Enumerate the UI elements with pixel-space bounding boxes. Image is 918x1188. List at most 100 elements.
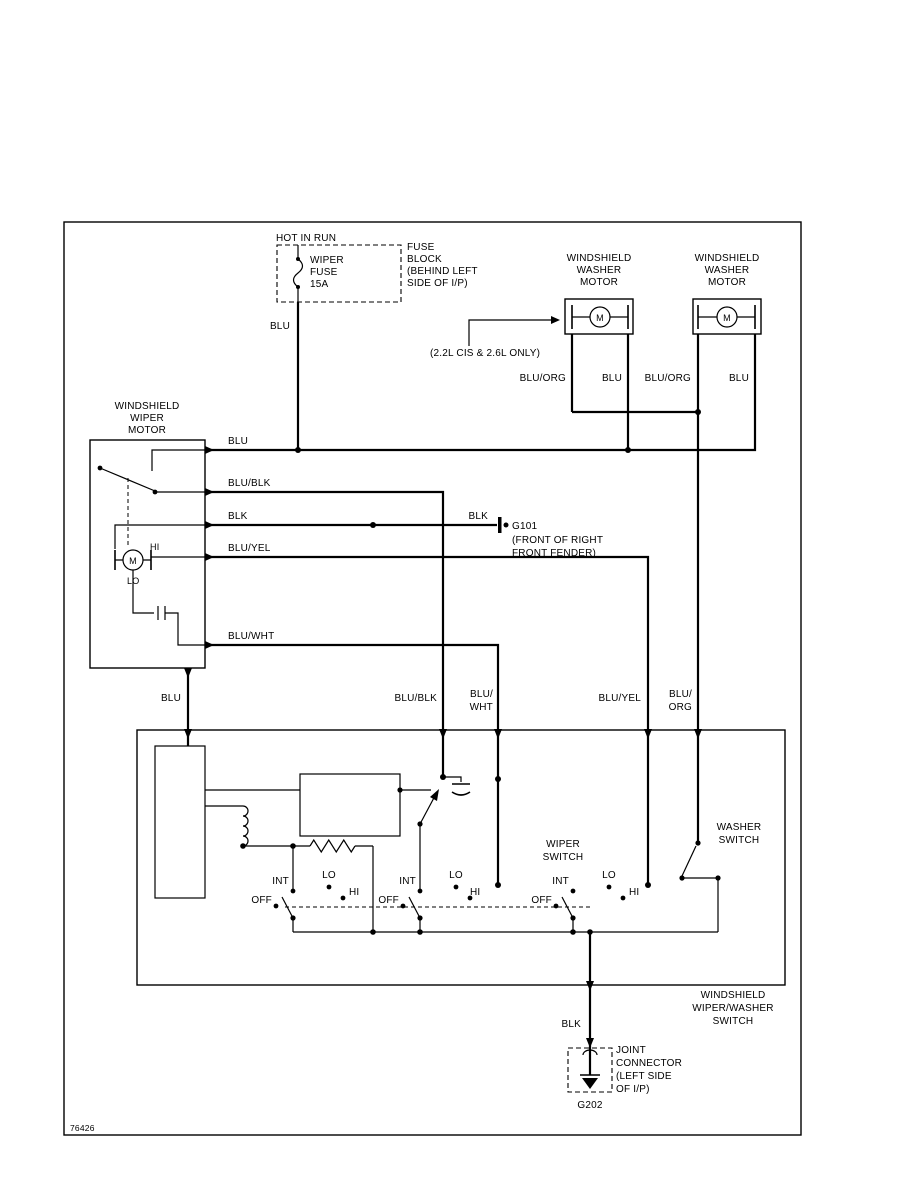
blu-blk-wire	[205, 490, 445, 777]
joint-connector-outline	[567, 1047, 613, 1093]
g101-group: BLK G101 (FRONT OF RIGHT FRONT FENDER)	[468, 511, 603, 559]
joint-connector-label: OF I/P)	[616, 1084, 650, 1095]
pos-int-label: INT	[272, 876, 289, 887]
coil-symbol	[242, 805, 249, 847]
fuse-name: WIPER	[310, 255, 344, 266]
engine-note-pointer	[468, 319, 551, 346]
switch-arm	[681, 845, 697, 877]
connector-arrow-icon	[494, 729, 502, 739]
switch-box-caption: WINDSHIELD WIPER/WASHER SWITCH	[692, 990, 773, 1027]
junction-dot	[495, 776, 501, 782]
motor-letter: M	[596, 313, 604, 323]
motor-symbol	[716, 306, 738, 328]
switch-box-group: OFF INT LO HI OFF INT LO HI	[136, 729, 786, 991]
hot-in-run-label: HOT IN RUN	[276, 233, 336, 244]
wiper-switch-section-3: WIPER SWITCH OFF INT LO HI	[531, 839, 639, 932]
wire-label-blk: BLK	[468, 511, 488, 522]
wire-label-blu: BLU	[270, 321, 290, 332]
wiper-motor-title: MOTOR	[128, 425, 166, 436]
washer-switch-drop	[682, 877, 719, 932]
blu-yel-wire	[205, 555, 650, 885]
switch-box-title: WINDSHIELD	[701, 990, 766, 1001]
contact-dot	[97, 465, 103, 471]
wire-label-blk: BLK	[228, 511, 248, 522]
wire-label-blk: BLK	[561, 1019, 581, 1030]
wire-label-blu: BLU	[228, 436, 248, 447]
motor-symbol	[589, 306, 611, 328]
contact-dot	[326, 884, 332, 890]
wire-label-blu-wht: BLU/WHT	[228, 631, 274, 642]
pos-off-label: OFF	[251, 895, 272, 906]
washer-motor-title: WASHER	[577, 265, 622, 276]
wiper-switch-section-1: OFF INT LO HI	[251, 870, 359, 932]
contact-dot	[467, 895, 473, 901]
wire-label-blu-blk: BLU/BLK	[394, 693, 437, 704]
engine-note: (2.2L CIS & 2.6L ONLY)	[430, 348, 540, 359]
fuse-terminal-dot	[296, 257, 300, 261]
washer-motor-title: WINDSHIELD	[567, 253, 632, 264]
washer-motor-title: MOTOR	[708, 277, 746, 288]
connector-arrow-icon	[644, 729, 652, 739]
wiper-switch-label: WIPER	[546, 839, 580, 850]
connector-arrow-icon	[205, 521, 214, 529]
wiper-motor-outline	[89, 439, 206, 669]
engine-note-group: (2.2L CIS & 2.6L ONLY)	[430, 316, 560, 359]
lo-brush-line	[132, 570, 205, 646]
g101-label: G101	[512, 521, 538, 532]
junction-dot	[370, 929, 376, 935]
park-feed-line	[151, 449, 205, 471]
washer-switch-label: WASHER	[717, 822, 762, 833]
connector-arrow-icon	[205, 641, 214, 649]
connector-arrow-icon	[205, 553, 214, 561]
contact-dot	[400, 903, 406, 909]
contact-dot	[695, 840, 701, 846]
pos-hi-label: HI	[470, 887, 480, 898]
switch-box-title: WIPER/WASHER	[692, 1003, 773, 1014]
blu-wht-wire	[205, 643, 500, 885]
connector-arrow-icon	[694, 729, 702, 739]
wiper-switch-section-2: OFF INT LO HI	[378, 870, 480, 932]
arrow-right-icon	[551, 316, 560, 324]
blu-wire	[186, 302, 757, 746]
pos-off-label: OFF	[378, 895, 399, 906]
pos-lo-label: LO	[322, 870, 336, 881]
wiper-motor-group: WINDSHIELD WIPER MOTOR M HI LO	[89, 401, 214, 678]
switch-entry-labels: BLU BLU/BLK BLU/ WHT BLU/YEL BLU/ ORG	[161, 689, 692, 713]
wire-label-blu-yel: BLU/YEL	[228, 543, 271, 554]
connector-arrow-icon	[184, 729, 192, 739]
diagram-border	[63, 221, 802, 1136]
motor-letter: M	[129, 556, 137, 566]
g101-note: (FRONT OF RIGHT	[512, 535, 603, 546]
contact-dot	[606, 884, 612, 890]
joint-connector-label: JOINT	[616, 1045, 646, 1056]
washer-motor-outline	[564, 298, 634, 335]
arrow-up-icon	[430, 789, 439, 801]
joint-connector-label: CONNECTOR	[616, 1058, 682, 1069]
pos-lo-label: LO	[449, 870, 463, 881]
junction-dot	[495, 882, 501, 888]
contact-dot	[715, 875, 721, 881]
wire-label-blu-blk: BLU/BLK	[228, 478, 271, 489]
blu-org-wire	[570, 334, 700, 843]
washer-switch-label: SWITCH	[719, 835, 760, 846]
wire-label-blu: BLU	[161, 693, 181, 704]
fuse-block-outline	[276, 244, 402, 303]
contact-dot	[273, 903, 279, 909]
wire-label-blu-yel: BLU/YEL	[598, 693, 641, 704]
intermittent-unit-outline	[299, 773, 401, 837]
wire-label-blu-org: ORG	[669, 702, 692, 713]
contact-dot	[620, 895, 626, 901]
pickup-arm	[419, 793, 437, 825]
connector-arrow-icon	[205, 488, 214, 496]
wire-label-blu-org: BLU/ORG	[645, 373, 691, 384]
junction-dot	[240, 843, 246, 849]
pos-int-label: INT	[552, 876, 569, 887]
pos-hi-label: HI	[629, 887, 639, 898]
fuse-block-label: BLOCK	[407, 254, 442, 265]
wire-label-blu-wht: WHT	[470, 702, 493, 713]
fuse-block-label: SIDE OF I/P)	[407, 278, 468, 289]
washer-motor-title: WINDSHIELD	[695, 253, 760, 264]
pos-int-label: INT	[399, 876, 416, 887]
washer-switch-group: WASHER SWITCH	[679, 822, 761, 932]
